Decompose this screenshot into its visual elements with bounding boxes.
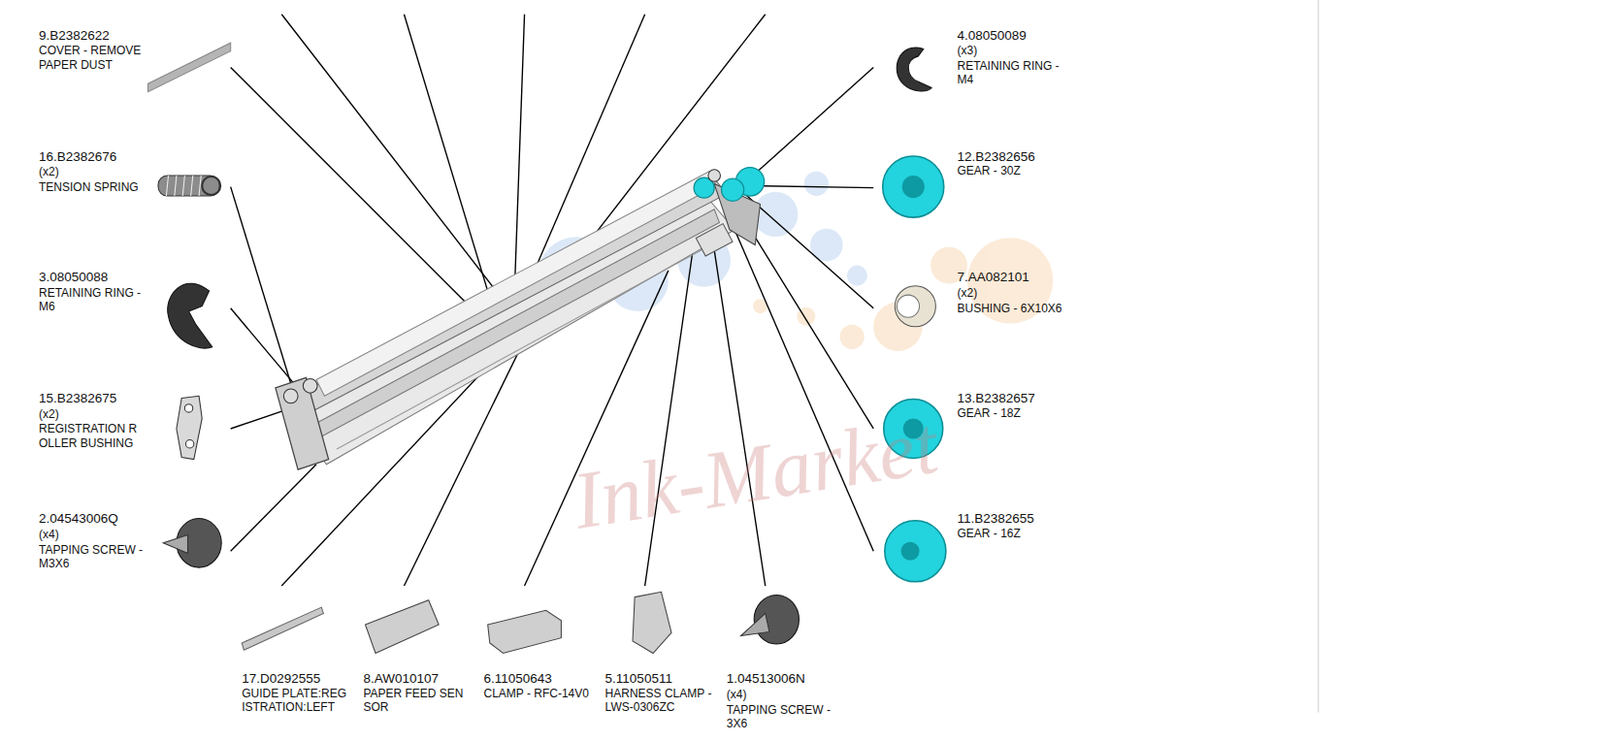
- part-number: 7.AA082101: [957, 269, 1030, 286]
- part-name: COVER - REMOVE PAPER DUST: [38, 43, 152, 72]
- quantity: (x2): [38, 407, 60, 422]
- quantity: (x4): [726, 687, 748, 702]
- part-number: 9.B2382622: [38, 28, 110, 44]
- part-number: 16.B2382676: [38, 149, 117, 165]
- part-name: GEAR - 16Z: [957, 526, 1091, 541]
- quantity: (x4): [38, 527, 60, 542]
- quantity: (x2): [957, 286, 979, 300]
- part-number: 5.11050511: [605, 671, 673, 687]
- part-name: PAPER FEED SEN SOR: [362, 686, 470, 716]
- part-number: 3.08050088: [38, 269, 108, 286]
- watermark: Ink-Market: [566, 396, 945, 552]
- quantity: (x2): [38, 164, 60, 179]
- part-name: BUSHING - 6X10X6: [957, 301, 1096, 316]
- part-name: HARNESS CLAMP - LWS-0306ZC: [605, 686, 719, 716]
- part-number: 4.08050089: [957, 28, 1027, 44]
- part-name: CLAMP - RFC-14V0: [484, 686, 599, 701]
- part-name: TAPPING SCREW - M3X6: [38, 543, 154, 572]
- part-name: GUIDE PLATE:REG ISTRATION:LEFT: [241, 686, 353, 716]
- part-name: RETAINING RING - M4: [957, 59, 1073, 88]
- part-name: REGISTRATION R OLLER BUSHING: [38, 422, 146, 451]
- part-name: RETAINING RING - M6: [38, 286, 154, 315]
- part-number: 11.B2382655: [957, 511, 1035, 527]
- part-number: 1.04513006N: [726, 671, 806, 687]
- part-number: 8.AW010107: [362, 671, 439, 687]
- part-name: TENSION SPRING: [38, 180, 172, 195]
- part-name: TAPPING SCREW - 3X6: [726, 703, 834, 732]
- part-number: 6.11050643: [484, 671, 553, 687]
- part-name: GEAR - 30Z: [957, 163, 1091, 178]
- part-number: 15.B2382675: [38, 391, 117, 407]
- part-name: GEAR - 18Z: [957, 406, 1091, 421]
- part-number: 13.B2382657: [957, 391, 1036, 407]
- part-number: 2.04543006Q: [38, 511, 119, 527]
- part-number: 12.B2382656: [957, 149, 1036, 165]
- part-number: 17.D0292555: [241, 671, 321, 687]
- quantity: (x3): [957, 43, 979, 58]
